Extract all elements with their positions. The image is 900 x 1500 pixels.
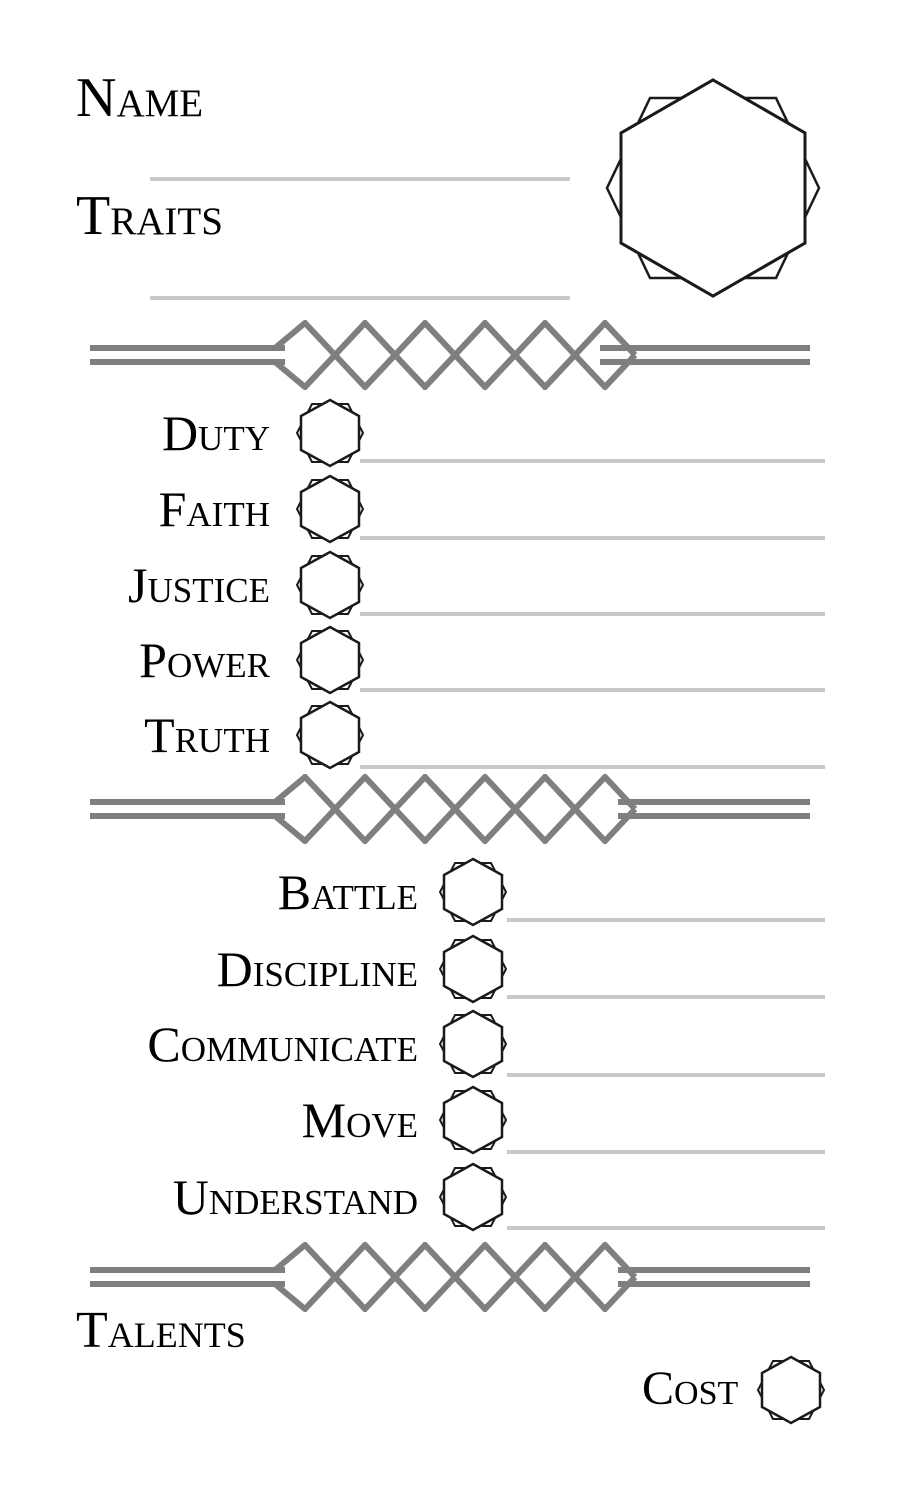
discipline-focus-line[interactable]	[507, 1226, 825, 1230]
discipline-score-hexagon[interactable]	[438, 1085, 508, 1155]
discipline-focus-line[interactable]	[507, 918, 825, 922]
cost-label: Cost	[642, 1362, 739, 1415]
discipline-score-hexagon[interactable]	[438, 1162, 508, 1232]
value-score-hexagon[interactable]	[295, 700, 365, 770]
discipline-focus-line[interactable]	[507, 995, 825, 999]
value-statement-line[interactable]	[360, 765, 825, 769]
value-label-duty: Duty	[161, 405, 270, 461]
discipline-label-move: Move	[301, 1092, 418, 1148]
discipline-score-hexagon[interactable]	[438, 1009, 508, 1079]
value-statement-line[interactable]	[360, 459, 825, 463]
discipline-score-hexagon[interactable]	[438, 857, 508, 927]
ornamental-divider	[90, 1242, 810, 1312]
value-label-power: Power	[139, 632, 270, 688]
value-score-hexagon[interactable]	[295, 550, 365, 620]
name-label: Name	[76, 67, 204, 129]
ornamental-divider	[90, 774, 810, 844]
value-label-faith: Faith	[158, 481, 270, 537]
discipline-label-understand: Understand	[172, 1169, 418, 1225]
discipline-focus-line[interactable]	[507, 1150, 825, 1154]
value-statement-line[interactable]	[360, 688, 825, 692]
value-statement-line[interactable]	[360, 612, 825, 616]
value-label-truth: Truth	[144, 707, 270, 763]
portrait-hexagon[interactable]	[603, 78, 823, 298]
discipline-label-discipline: Discipline	[216, 941, 418, 997]
value-statement-line[interactable]	[360, 536, 825, 540]
value-score-hexagon[interactable]	[295, 625, 365, 695]
discipline-score-hexagon[interactable]	[438, 934, 508, 1004]
traits-field-line[interactable]	[150, 296, 570, 300]
ornamental-divider	[90, 320, 810, 390]
discipline-label-battle: Battle	[277, 864, 418, 920]
talents-label: Talents	[76, 1302, 246, 1359]
value-score-hexagon[interactable]	[295, 398, 365, 468]
name-field-line[interactable]	[150, 177, 570, 181]
value-score-hexagon[interactable]	[295, 474, 365, 544]
traits-label: Traits	[76, 185, 223, 247]
discipline-label-communicate: Communicate	[147, 1016, 418, 1072]
discipline-focus-line[interactable]	[507, 1073, 825, 1077]
value-label-justice: Justice	[128, 557, 270, 613]
cost-hexagon[interactable]	[756, 1355, 826, 1425]
